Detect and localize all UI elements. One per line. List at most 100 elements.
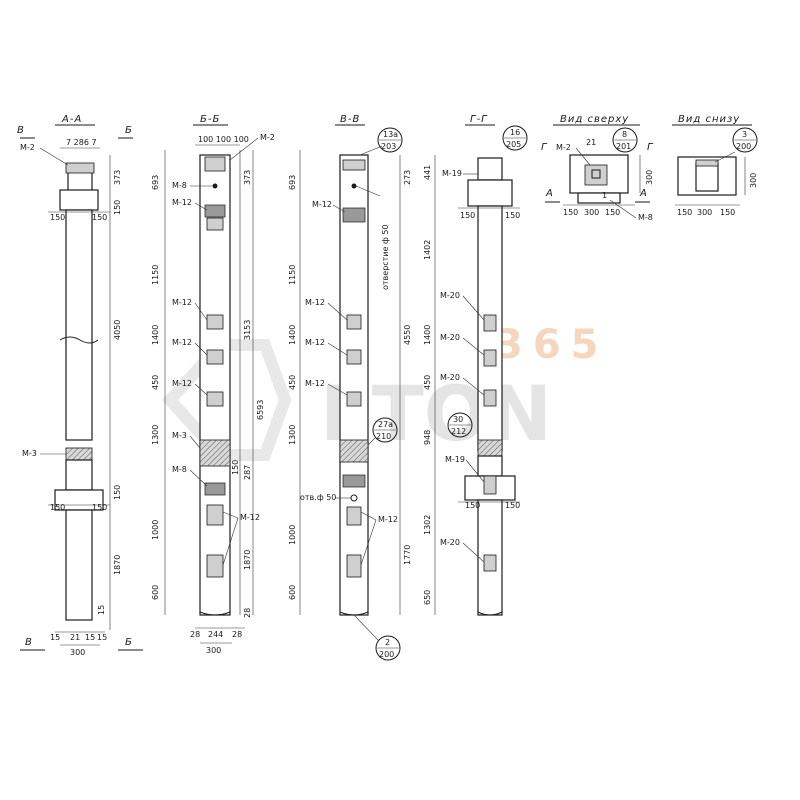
section-gg-label-m20-2: М-20 <box>440 333 460 342</box>
section-vv-dim-v-6: 1000 <box>288 525 297 545</box>
section-gg-dim-v-3: 1400 <box>423 325 432 345</box>
plate-m12-vv-3 <box>346 391 362 407</box>
plate-m12-vv-4 <box>346 506 362 526</box>
plate-m8-bb-2 <box>204 482 226 496</box>
top-view-callout-icon <box>612 127 638 153</box>
section-bb-label-m2: М-2 <box>260 133 275 142</box>
top-view-callout-sheet: 201 <box>616 142 631 151</box>
plate-m3-bb <box>199 439 231 467</box>
top-view-mark-a-left: А <box>545 188 554 199</box>
section-vv-dim-v-3: 1400 <box>288 325 297 345</box>
section-aa-cut-left-bottom: В <box>25 637 33 648</box>
section-aa-bottom-1: 15 <box>50 633 60 642</box>
section-bb-width: 300 <box>206 646 221 655</box>
plate-m12-bb-6 <box>206 554 224 578</box>
top-view-mark-g-right: Г <box>647 142 654 153</box>
section-bb: Б-Б 100 100 100 М-2 М-8 М-12 М-12 М-12 М… <box>151 114 275 655</box>
top-view-title: Вид сверху <box>560 114 629 125</box>
section-bb-label-m12-1: М-12 <box>172 198 192 207</box>
section-gg-label-m20-3: М-20 <box>440 373 460 382</box>
top-view-dim-2: 300 <box>584 208 599 217</box>
plate-m12-vv-5 <box>346 554 362 578</box>
section-bb-dim-v2-5: 1870 <box>243 550 252 570</box>
section-bb-dim-v-2: 1150 <box>151 265 160 285</box>
section-bb-dim-v-7: 600 <box>151 585 160 600</box>
section-vv-dim-v-1: 693 <box>288 175 297 190</box>
plate-m20-gg-1 <box>483 314 497 332</box>
section-bb-bottom-1: 28 <box>190 630 200 639</box>
section-aa-cut-right-bottom: Б <box>125 637 133 648</box>
top-view-label-m2: М-2 <box>556 143 571 152</box>
plate-m12-bb-3 <box>206 349 224 365</box>
section-vv-dim-v2-2: 4550 <box>403 325 412 345</box>
section-gg-callout-mid-sheet: 212 <box>451 427 466 436</box>
section-gg-callout-top-num: 16 <box>510 128 520 137</box>
section-aa-title: А-А <box>61 114 82 125</box>
plate-m12-bb-5 <box>206 504 224 526</box>
section-vv-dim-v-7: 600 <box>288 585 297 600</box>
top-view-mark-a-right: А <box>639 188 648 199</box>
section-gg-dim-v-5: 948 <box>423 430 432 445</box>
section-vv-hole-top: отверстие ф 50 <box>381 224 390 290</box>
plate-m20-gg-3 <box>483 389 497 407</box>
section-gg-title: Г-Г <box>470 114 488 125</box>
section-aa-dim-h-2: 150 <box>92 213 107 222</box>
plate-m12-vv-1 <box>346 314 362 330</box>
plate-m12-bb-1 <box>204 204 226 218</box>
section-gg-dim-v-2: 1402 <box>423 240 432 260</box>
section-aa-dim-v-1: 373 <box>113 170 122 185</box>
top-view-mark-g-left: Г <box>541 142 548 153</box>
bottom-view-callout-icon <box>732 127 758 153</box>
plate-m2-top <box>584 164 608 186</box>
section-vv-callout-top-sheet: 203 <box>381 142 396 151</box>
section-vv-label-5: М-12 <box>378 515 398 524</box>
bottom-view-dim-1: 150 <box>677 208 692 217</box>
section-aa-dim-h-1: 150 <box>50 213 65 222</box>
bottom-view-dim-4: 300 <box>749 173 758 188</box>
section-bb-top-width: 100 100 100 <box>198 135 249 144</box>
section-gg-callout-top-icon <box>502 125 528 151</box>
section-gg-label-m20-4: М-20 <box>440 538 460 547</box>
plate-m2-bb <box>204 156 226 172</box>
section-gg-dim-h-2: 150 <box>505 211 520 220</box>
section-vv-dim-v-4: 450 <box>288 375 297 390</box>
section-vv-dim-v2-1: 273 <box>403 170 412 185</box>
section-vv-label-3: М-12 <box>305 338 325 347</box>
plate-m12-bb-2 <box>206 314 224 330</box>
section-bb-dim-v2-3: 6593 <box>256 400 265 420</box>
section-aa-cut-right-top: Б <box>125 125 133 136</box>
plate-m12-vv-2 <box>346 349 362 365</box>
section-gg: Г-Г 16 205 30 212 1 200 М-19 М-20 М-20 <box>423 114 528 616</box>
bottom-view-dim-2: 300 <box>697 208 712 217</box>
section-bb-dim-v-5: 1300 <box>151 425 160 445</box>
top-view-dim-1: 150 <box>563 208 578 217</box>
top-view-label-m8: М-8 <box>638 213 653 222</box>
section-bb-dim-v2-6: 150 <box>231 460 240 475</box>
section-aa-dim-v-4: 150 <box>113 485 122 500</box>
section-vv-label-4: М-12 <box>305 379 325 388</box>
section-vv-callout-bot-icon <box>375 635 401 661</box>
section-bb-dim-v-6: 1000 <box>151 520 160 540</box>
section-aa-dim-v-5: 1870 <box>113 555 122 575</box>
section-aa-bottom-4: 15 <box>97 633 107 642</box>
section-bb-dim-v-1: 693 <box>151 175 160 190</box>
plate-m20-gg-4 <box>483 554 497 572</box>
section-gg-callout-mid-icon <box>447 412 473 438</box>
top-view-callout-num: 8 <box>622 130 627 139</box>
section-vv-dim-v-2: 1150 <box>288 265 297 285</box>
section-aa-bottom-3: 15 <box>85 633 95 642</box>
section-gg-dim-v-7: 650 <box>423 590 432 605</box>
section-bb-label-m3: М-3 <box>172 431 187 440</box>
section-aa-dim-v-2: 150 <box>113 200 122 215</box>
section-vv-callout-top-num: 13а <box>383 130 398 139</box>
section-aa-dim-v-3: 4050 <box>113 320 122 340</box>
section-bb-dim-v2-1: 373 <box>243 170 252 185</box>
section-gg-label-m20-1: М-20 <box>440 291 460 300</box>
top-view-dim-3: 150 <box>605 208 620 217</box>
section-bb-dim-v-3: 1400 <box>151 325 160 345</box>
bottom-view: Вид снизу 3 200 150 300 150 300 <box>672 114 758 217</box>
plate-m12-bb-1b <box>206 217 224 231</box>
section-bb-label-m12-5: М-12 <box>240 513 260 522</box>
section-vv-callout-mid-num: 27а <box>378 420 393 429</box>
